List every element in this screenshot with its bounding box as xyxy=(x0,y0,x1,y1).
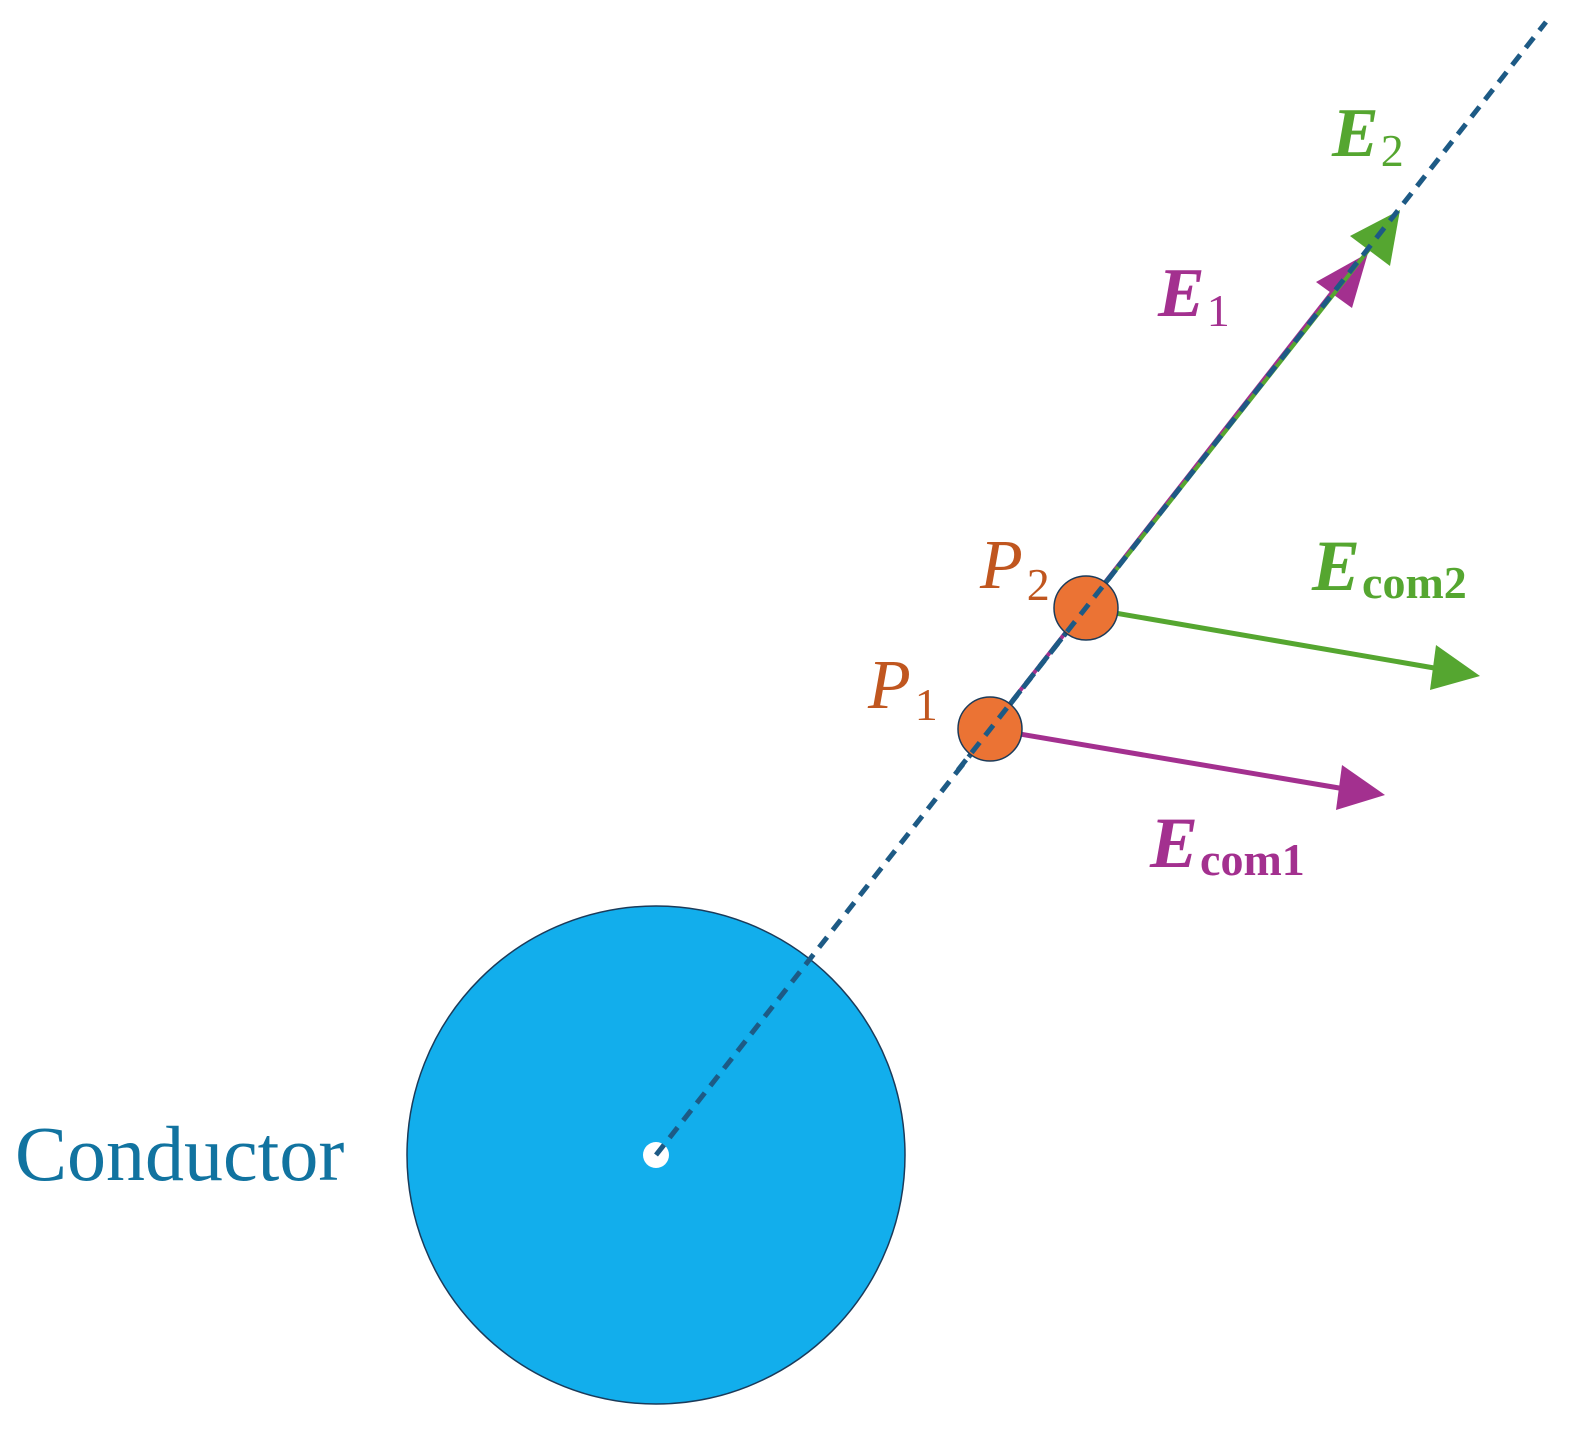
p2-label: P2 xyxy=(979,527,1050,610)
ecom2-label-sub: com2 xyxy=(1362,557,1467,608)
p1-label: P1 xyxy=(867,647,938,730)
ecom1-arrowhead xyxy=(1336,765,1385,810)
ecom2-arrowhead xyxy=(1430,645,1480,690)
e1-label: E1 xyxy=(1157,255,1230,336)
ecom1-label: Ecom1 xyxy=(1149,803,1305,885)
ecom1-label-sub: com1 xyxy=(1200,834,1305,885)
e2-arrowhead xyxy=(1350,210,1400,266)
e2-label-sub: 2 xyxy=(1381,125,1404,176)
radial-dashed-line xyxy=(654,20,1548,1157)
ecom2-vector-line xyxy=(1085,605,1441,672)
ecom1-vector-line xyxy=(989,726,1346,792)
e1-label-sub: 1 xyxy=(1207,285,1230,336)
ecom2-label: Ecom2 xyxy=(1311,526,1467,608)
conductor-label: Conductor xyxy=(15,1110,344,1197)
p2-label-sub: 2 xyxy=(1027,559,1050,610)
p1-label-sub: 1 xyxy=(915,679,938,730)
e2-label: E2 xyxy=(1331,95,1404,176)
